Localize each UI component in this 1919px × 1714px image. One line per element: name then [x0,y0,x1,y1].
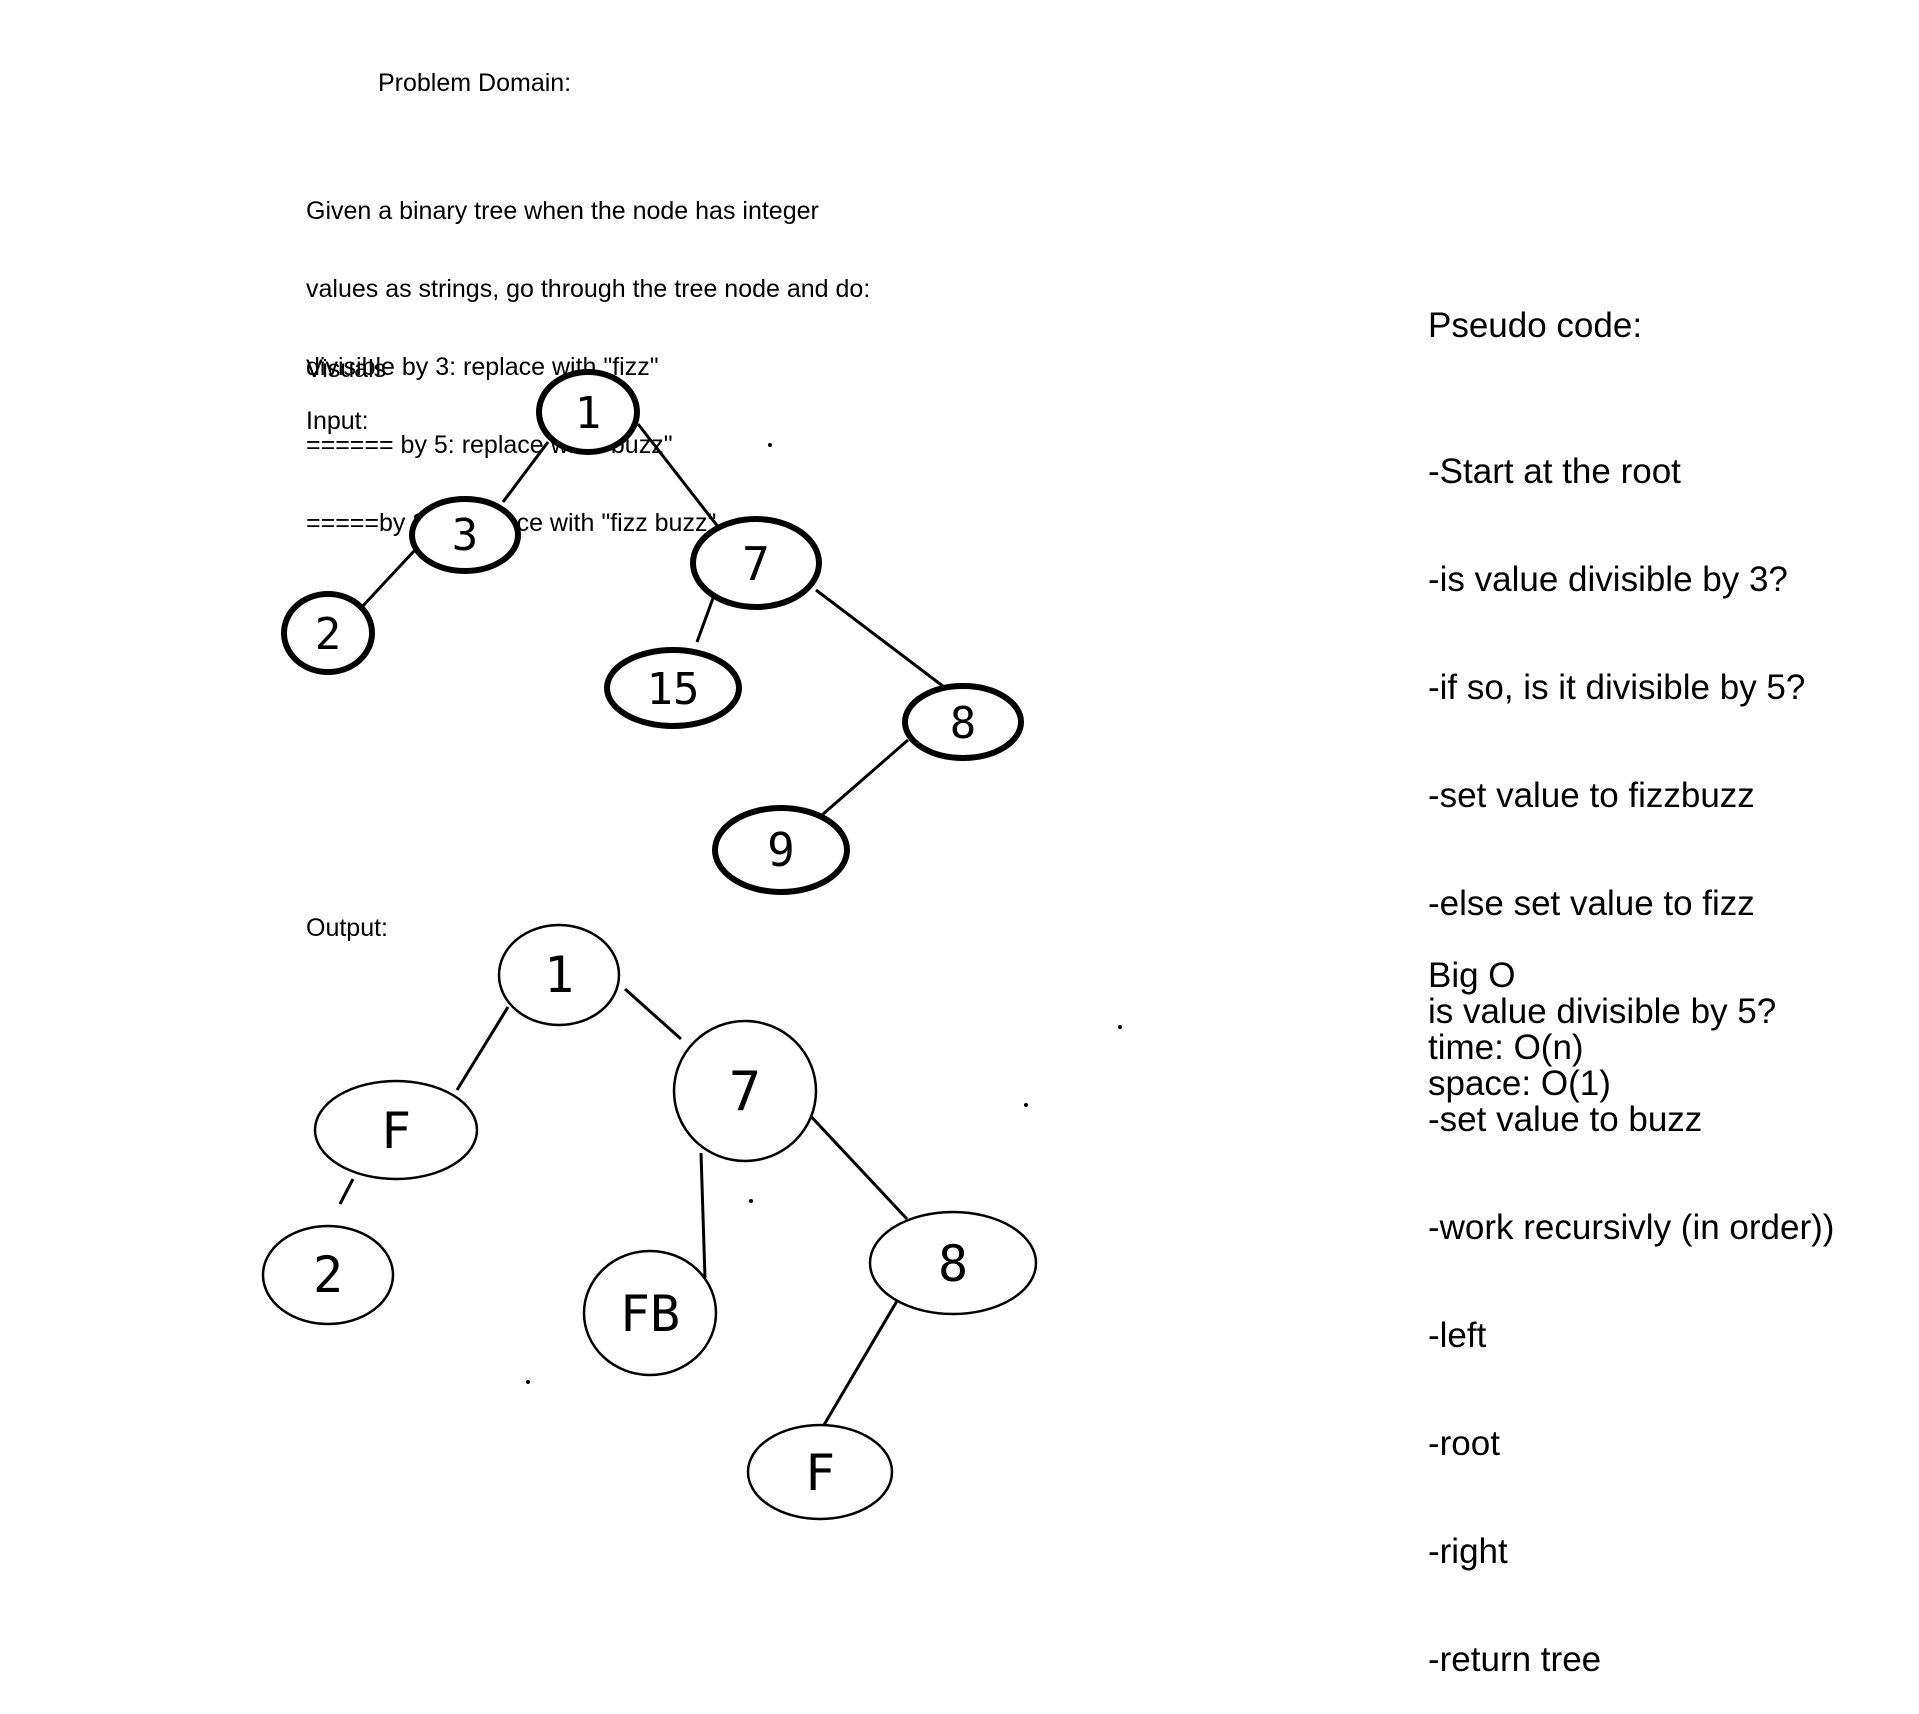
node-circle [604,647,742,729]
tree-node: 7 [690,516,822,610]
output-tree-edges [338,987,909,1431]
big-o-space: space: O(1) [1428,1064,1611,1103]
node-label: FB [620,1285,680,1343]
tree-node: 1 [536,369,640,455]
pseudo-step: -else set value to fizz [1428,884,1755,923]
pseudo-step: -root [1428,1424,1500,1463]
tree-edge [501,441,550,503]
node-circle [261,1224,395,1326]
big-o-time: time: O(n) [1428,1028,1584,1067]
node-label: 2 [315,609,342,660]
stray-dot [526,1380,530,1384]
node-label: 2 [313,1246,343,1304]
pseudo-step: -Start at the root [1428,452,1681,491]
node-label: 9 [767,823,795,877]
tree-node: 9 [712,805,850,895]
tree-edge [358,548,417,611]
pseudo-step: -is value divisible by 3? [1428,560,1788,599]
input-tree-edges [358,423,949,817]
problem-line: Given a binary tree when the node has in… [306,197,819,225]
tree-edge [624,987,682,1041]
tree-node: 3 [409,496,521,574]
stray-dot [749,1199,753,1203]
tree-node: 2 [261,1224,395,1326]
tree-node: 15 [604,647,742,729]
tree-diagrams: 1 3 2 7 15 8 9 [261,369,1122,1521]
tree-edge [636,423,728,538]
node-label: F [805,1444,835,1502]
tree-edge [695,589,718,643]
tree-node: 8 [902,683,1024,761]
tree-node: 7 [672,1019,818,1163]
pseudo-code-title: Pseudo code: [1428,306,1643,345]
node-circle [672,1019,818,1163]
tree-edge [803,1108,909,1221]
output-tree-nodes: 1 F 2 7 FB 8 F [261,923,1038,1521]
node-label: 8 [950,698,977,749]
stray-dot [768,443,772,447]
big-o-title: Big O [1428,956,1516,995]
tree-node: 1 [497,923,621,1027]
pseudo-step: -set value to fizzbuzz [1428,776,1755,815]
tree-edge [819,1300,899,1431]
problem-line: values as strings, go through the tree n… [306,275,871,303]
input-tree-nodes: 1 3 2 7 15 8 9 [281,369,1024,895]
node-circle [497,923,621,1027]
tree-edge [338,1178,355,1205]
tree-node: FB [582,1249,718,1377]
node-circle [746,1423,894,1521]
tree-edge [821,738,909,817]
pseudo-step: -set value to buzz [1428,1100,1703,1139]
stray-dots [526,443,1122,1384]
tree-edge [455,1006,510,1091]
tree-node: 8 [868,1210,1038,1316]
visuals-label: Visuals [306,355,387,383]
node-label: 1 [544,946,574,1004]
node-label: 7 [729,1060,762,1123]
stray-dot [1024,1103,1028,1107]
tree-edge [815,588,949,692]
node-circle [281,591,375,675]
node-label: F [381,1102,411,1160]
pseudo-step: is value divisible by 5? [1428,992,1777,1031]
node-circle [902,683,1024,761]
node-circle [582,1249,718,1377]
problem-line: divisible by 3: replace with "fizz" [306,353,659,381]
pseudo-step: -return tree [1428,1640,1602,1679]
node-label: 1 [575,388,602,439]
node-label: 8 [938,1235,968,1293]
problem-domain-title: Problem Domain: [378,69,572,97]
pseudo-step: -if so, is it divisible by 5? [1428,668,1806,707]
node-label: 15 [647,664,700,715]
node-circle [868,1210,1038,1316]
node-circle [313,1079,479,1181]
pseudo-step: -work recursivly (in order)) [1428,1208,1835,1247]
node-label: 7 [742,537,770,591]
tree-node: 2 [281,591,375,675]
node-circle [712,805,850,895]
node-circle [690,516,822,610]
stray-dot [1118,1025,1122,1029]
tree-edge [699,1152,707,1279]
node-circle [536,369,640,455]
node-circle [409,496,521,574]
input-label: Input: [306,407,369,435]
tree-node: F [746,1423,894,1521]
node-label: 3 [452,510,479,561]
pseudo-step: -right [1428,1532,1508,1571]
tree-node: F [313,1079,479,1181]
pseudo-step: -left [1428,1316,1487,1355]
output-label: Output: [306,914,388,942]
